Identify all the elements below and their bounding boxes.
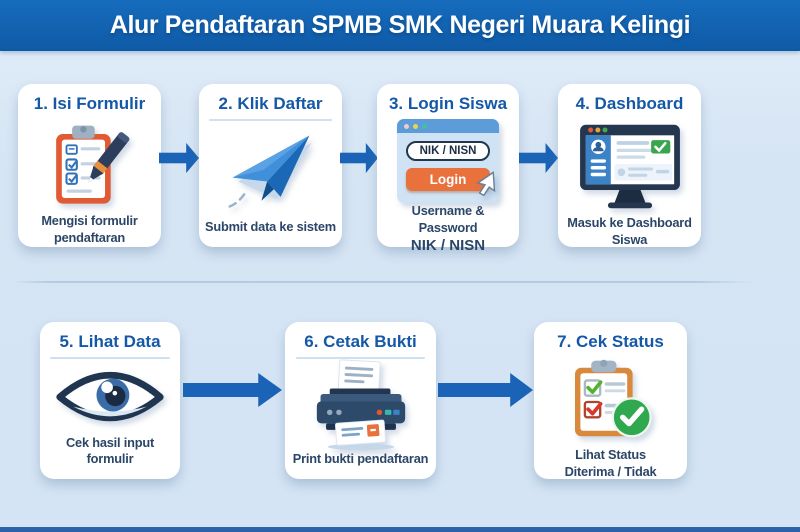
arrow-step1-step2: [159, 143, 199, 173]
step-title: 6. Cetak Bukti: [304, 332, 417, 351]
step-card-7: 7. Cek Status Lihat Status D: [534, 322, 687, 479]
step-title: 2. Klik Daftar: [218, 94, 323, 113]
step-description: Cek hasil input formulir: [65, 434, 154, 467]
step-card-5: 5. Lihat Data Cek hasil input formulir: [40, 322, 180, 479]
window-dot-icon: [404, 123, 409, 129]
status-clipboard-icon: [539, 357, 682, 447]
step-description: Lihat Status Diterima / Tidak: [564, 447, 657, 479]
cursor-icon: [473, 170, 497, 201]
step-title: 5. Lihat Data: [59, 332, 161, 351]
arrow-step3-step4: [519, 143, 558, 173]
step-description: Submit data ke sistem: [205, 219, 336, 235]
step-description: Mengisi formulir pendaftaran: [41, 213, 138, 245]
window-dot-icon: [413, 123, 418, 129]
step-title: 4. Dashboard: [575, 94, 684, 113]
step-title: 3. Login Siswa: [388, 94, 508, 113]
clipboard-pen-icon: [23, 119, 156, 213]
arrow-step6-step7: [438, 373, 533, 407]
window-titlebar: [397, 119, 499, 133]
step-description: Username & Password NIK / NISN: [410, 203, 486, 255]
step-card-3: 3. Login Siswa NIK / NISN Login Username: [377, 84, 519, 254]
printer-icon: [290, 359, 431, 451]
arrow-step2-step3: [340, 143, 378, 173]
page-title: Alur Pendaftaran SPMB SMK Negeri Muara K…: [109, 11, 691, 39]
window-dot-icon: [422, 123, 427, 129]
step-title: 7. Cek Status: [557, 332, 664, 351]
step-description: Masuk ke Dashboard Siswa: [567, 215, 692, 247]
step-card-4: 4. Dashboard: [558, 84, 701, 247]
title-underline: [209, 119, 332, 121]
title-underline: [295, 357, 426, 359]
login-button[interactable]: Login: [406, 168, 490, 191]
title-banner: Alur Pendaftaran SPMB SMK Negeri Muara K…: [0, 0, 800, 51]
nik-nisn-input[interactable]: NIK / NISN: [406, 141, 490, 161]
login-window-icon: NIK / NISN Login: [382, 119, 514, 203]
paper-plane-icon: [204, 121, 337, 219]
arrow-step5-step6: [183, 373, 282, 407]
step-card-6: 6. Cetak Bukti: [285, 322, 436, 479]
browser-window: NIK / NISN Login: [397, 119, 499, 203]
row-divider: [12, 281, 754, 283]
step-card-2: 2. Klik Daftar Submit data ke sistem: [199, 84, 342, 247]
step-card-1: 1. Isi Formulir: [18, 84, 161, 247]
title-underline: [50, 357, 170, 359]
bottom-bar: [0, 527, 800, 532]
dashboard-monitor-icon: [563, 119, 696, 215]
eye-icon: [45, 359, 175, 435]
step-description: Print bukti pendaftaran: [292, 451, 429, 467]
step-title: 1. Isi Formulir: [33, 94, 146, 113]
